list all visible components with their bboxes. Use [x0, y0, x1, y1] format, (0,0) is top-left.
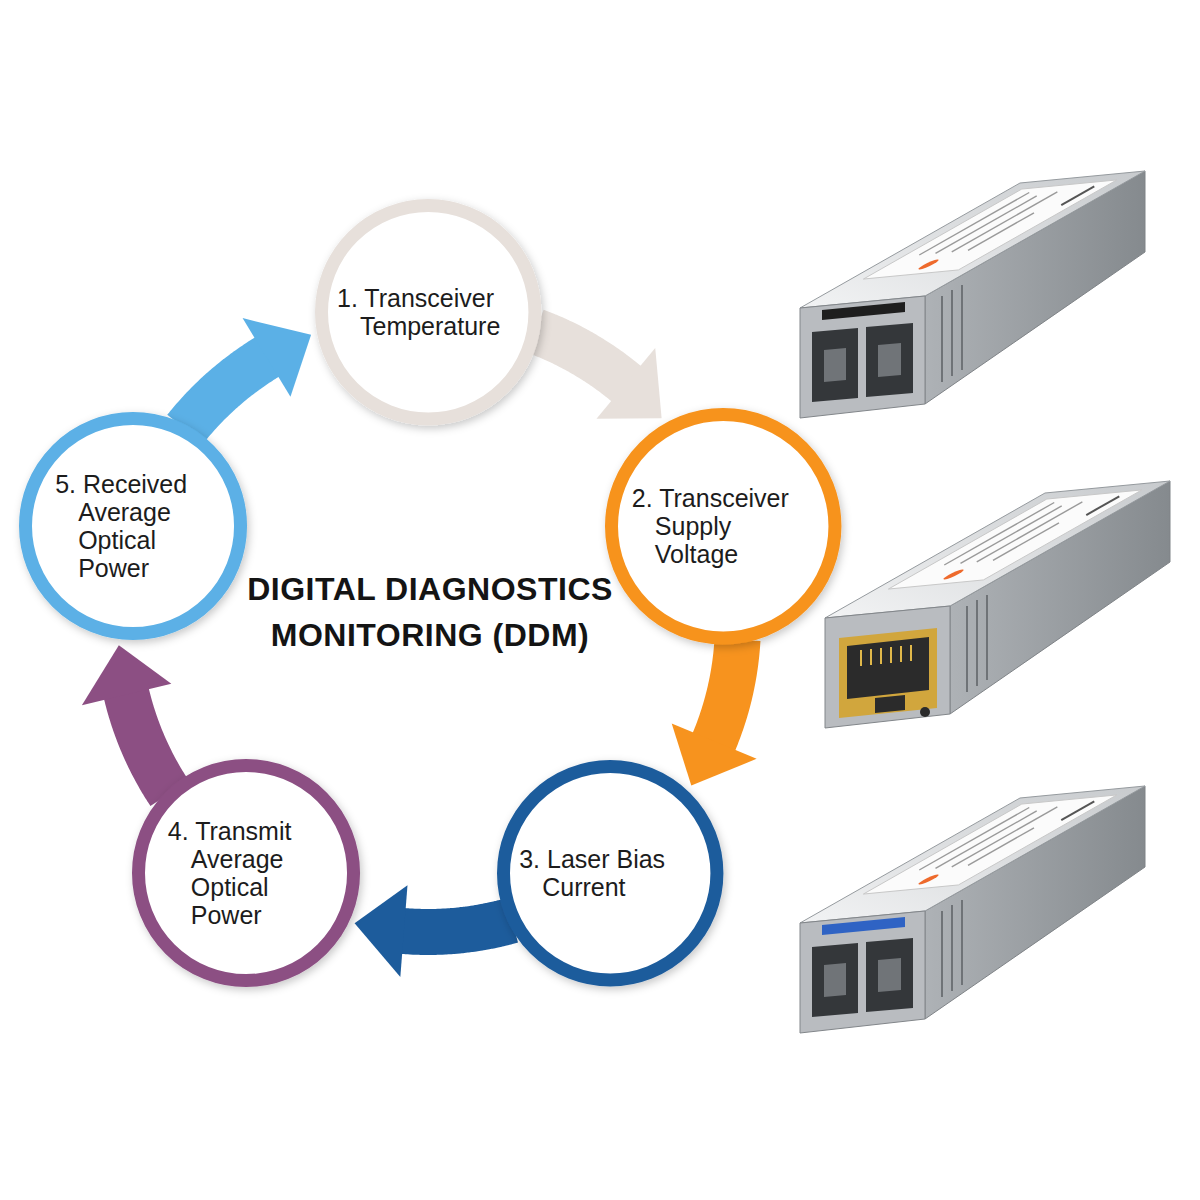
- screw: [920, 707, 930, 717]
- module-shell: [825, 481, 1170, 728]
- metric-label: 4. Transmit Average Optical Power: [168, 817, 324, 929]
- metric-circle: 1. Transceiver Temperature: [312, 196, 544, 428]
- circle-label-group: 1. Transceiver Temperature: [337, 284, 519, 340]
- circle-ring: [611, 414, 834, 637]
- circle-label-group: 4. Transmit Average Optical Power: [168, 817, 324, 929]
- bale-latch: [822, 917, 905, 935]
- rj45-pin: [900, 646, 902, 662]
- rj45-pin: [870, 649, 872, 665]
- arrow-band: [126, 694, 169, 794]
- circle-ring: [138, 765, 353, 980]
- circle-label-group: 5. Received Average Optical Power: [55, 470, 211, 582]
- arrow-band: [403, 920, 512, 932]
- metric-circle: 5. Received Average Optical Power: [16, 409, 250, 643]
- lc-port: [866, 323, 913, 397]
- diagram-title: DIGITAL DIAGNOSTICS MONITORING (DDM): [230, 566, 630, 658]
- rj45-pin: [910, 645, 912, 661]
- circle-ring: [321, 205, 534, 418]
- arrow-head: [596, 348, 661, 419]
- metric-label: 1. Transceiver Temperature: [337, 284, 519, 340]
- sfp-module-rj45: [825, 481, 1170, 728]
- rj45-pin: [860, 650, 862, 666]
- rj45-pin: [890, 647, 892, 663]
- ferrule: [878, 958, 901, 992]
- lc-port: [812, 943, 858, 1017]
- sfp-module-lc: [800, 786, 1145, 1033]
- arrow-band: [536, 331, 627, 384]
- rj45-pin: [880, 648, 882, 664]
- ferrule: [878, 343, 901, 377]
- ferrule: [824, 348, 846, 382]
- rj45-frame: [839, 628, 937, 718]
- rj45-tab: [875, 695, 905, 713]
- rj45-port: [847, 637, 929, 699]
- lc-port: [866, 938, 913, 1012]
- cycle-arrow: [185, 318, 311, 429]
- arrow-head: [243, 318, 312, 397]
- metric-label: 5. Received Average Optical Power: [55, 470, 211, 582]
- circle-label-group: 3. Laser Bias Current: [519, 845, 701, 901]
- metric-circle: 4. Transmit Average Optical Power: [129, 756, 363, 990]
- arrow-head: [672, 723, 757, 785]
- arrow-head: [355, 885, 408, 977]
- arrow-head: [82, 645, 171, 705]
- bale-latch: [822, 302, 905, 320]
- cycle-arrow: [355, 885, 512, 977]
- metric-circle: 2. Transceiver Supply Voltage: [602, 405, 844, 647]
- metric-circle: 3. Laser Bias Current: [494, 757, 726, 989]
- sfp-module-lc: [800, 171, 1145, 418]
- arrow-band: [185, 357, 267, 429]
- metric-label: 3. Laser Bias Current: [519, 845, 701, 901]
- lc-port: [812, 328, 858, 402]
- circle-label-group: 2. Transceiver Supply Voltage: [632, 484, 814, 568]
- circle-ring: [26, 419, 241, 634]
- ferrule: [824, 963, 846, 997]
- title-block: DIGITAL DIAGNOSTICS MONITORING (DDM): [230, 566, 630, 658]
- cycle-arrow: [672, 640, 757, 786]
- metric-label: 2. Transceiver Supply Voltage: [632, 484, 814, 568]
- cycle-arrow: [82, 645, 171, 793]
- circle-ring: [504, 766, 717, 979]
- module-shell: [800, 171, 1145, 418]
- module-shell: [800, 786, 1145, 1033]
- cycle-arrow: [536, 331, 662, 419]
- arrow-band: [714, 640, 738, 743]
